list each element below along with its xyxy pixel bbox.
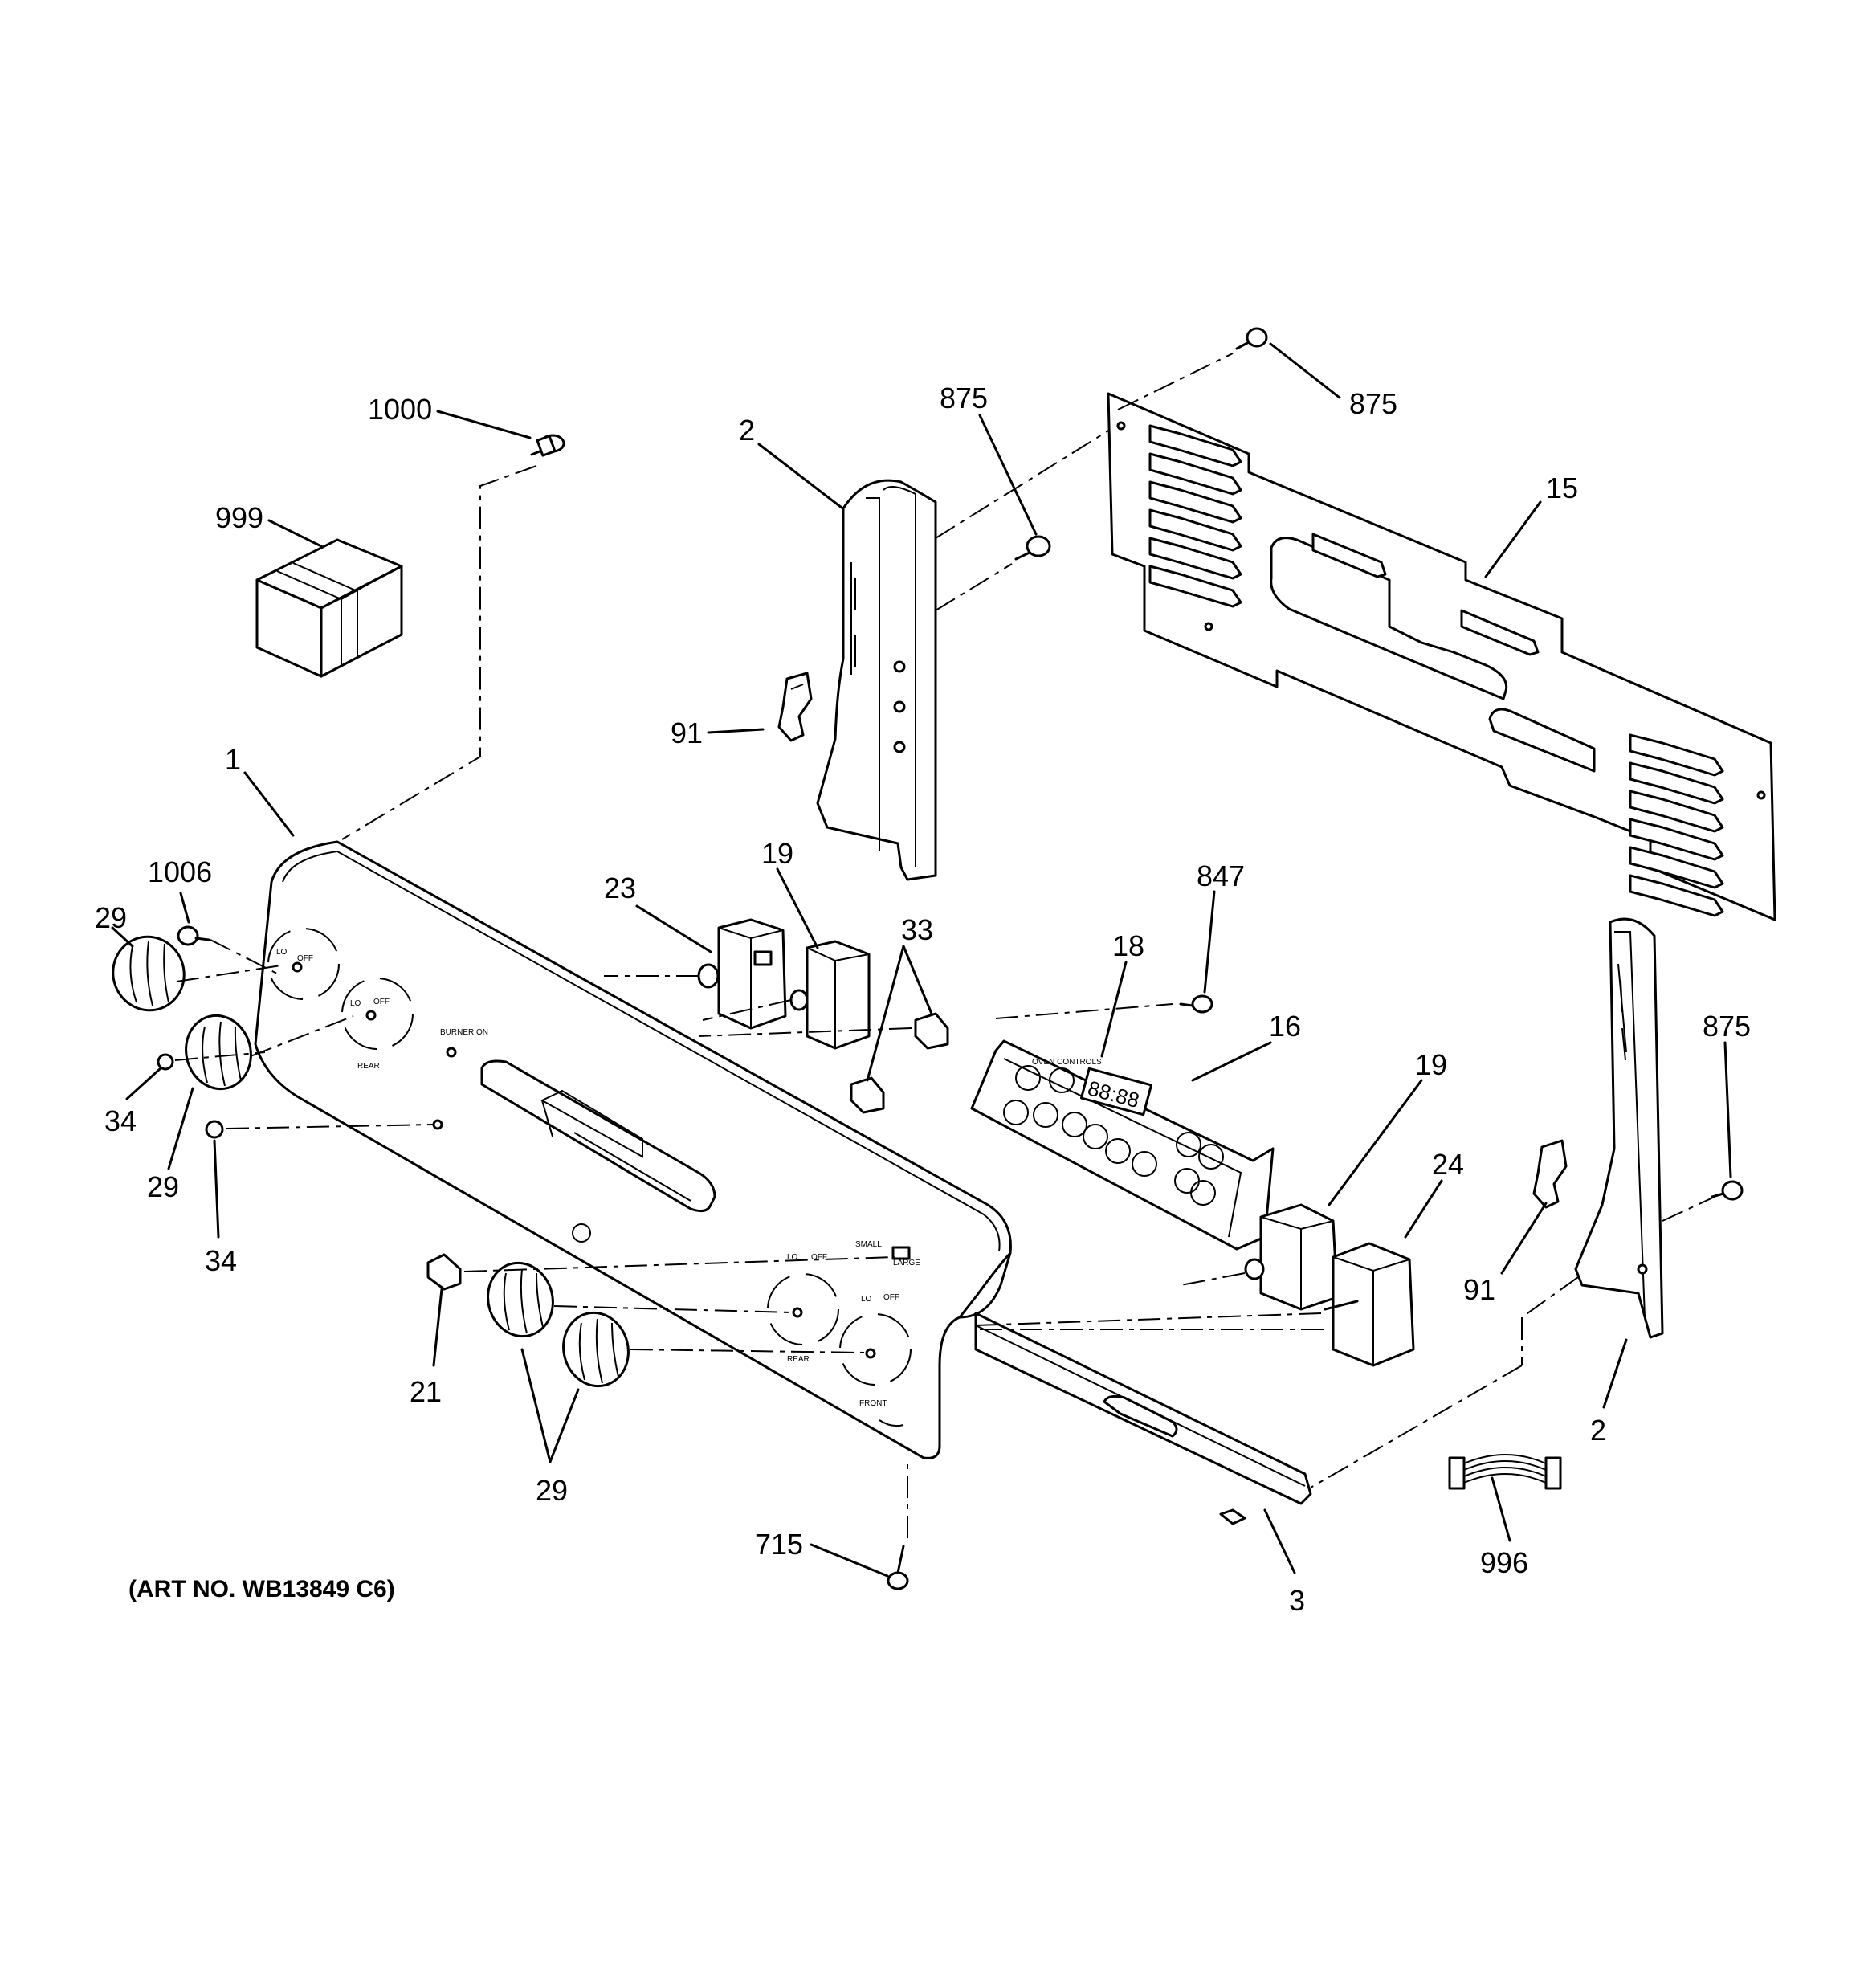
callout-21: 21 [410, 1375, 442, 1408]
part-875-screw-c [1711, 1180, 1744, 1201]
panel-header: OVEN CONTROLS [1032, 1058, 1102, 1067]
callout-18: 18 [1112, 929, 1144, 962]
callout-15: 15 [1546, 471, 1578, 504]
svg-text:LO: LO [861, 1295, 872, 1304]
svg-text:OFF: OFF [373, 998, 390, 1006]
callout-875-a: 875 [940, 382, 988, 414]
part-2-side-bracket-right [1310, 917, 1715, 1488]
part-19-switch-lower [1180, 1203, 1339, 1311]
callout-847: 847 [1197, 859, 1245, 892]
callout-19-upper: 19 [761, 837, 793, 870]
svg-text:BURNER ON: BURNER ON [440, 1028, 488, 1037]
part-847-screw [1179, 994, 1213, 1014]
callout-33: 33 [901, 913, 933, 946]
part-16-oven-control-board: OVEN CONTROLS 88:88 [970, 1003, 1275, 1251]
callout-29-middle: 29 [147, 1170, 179, 1203]
svg-text:OFF: OFF [811, 1253, 827, 1262]
svg-text:REAR: REAR [357, 1062, 380, 1071]
knob-lower-2 [562, 1311, 865, 1388]
part-1000-screw [530, 434, 565, 457]
part-91-clip-right [1532, 1139, 1568, 1209]
callout-875-b: 875 [1349, 387, 1397, 420]
part-875-screw-a [1014, 535, 1051, 561]
part-33-switch-a [698, 1012, 949, 1050]
part-996-wire-harness [1448, 1454, 1562, 1490]
part-24-infinite-switch [975, 1242, 1415, 1367]
callout-24: 24 [1432, 1148, 1464, 1181]
knob-lower-left [185, 1014, 354, 1091]
part-23-infinite-switch [604, 918, 787, 1030]
part-91-clip-left [777, 672, 813, 742]
callout-1000: 1000 [368, 393, 432, 426]
callout-29-lower: 29 [536, 1474, 568, 1507]
callout-3: 3 [1289, 1584, 1305, 1617]
part-1006-screw [177, 925, 278, 974]
callout-91-left: 91 [671, 716, 703, 749]
svg-text:REAR: REAR [787, 1355, 810, 1364]
part-19-switch-upper [702, 940, 871, 1050]
svg-text:LO: LO [276, 948, 288, 957]
callout-1006: 1006 [148, 855, 212, 888]
callout-23: 23 [604, 872, 636, 904]
svg-text:LARGE: LARGE [893, 1259, 920, 1268]
svg-text:FRONT: FRONT [859, 1399, 887, 1408]
svg-text:LO: LO [350, 999, 361, 1008]
part-33-switch-b [850, 1076, 885, 1114]
part-715-screw [887, 1462, 909, 1590]
part-3-trim-strip [974, 1312, 1324, 1525]
callout-34-upper: 34 [104, 1104, 137, 1137]
part-2-side-bracket-left [816, 425, 1117, 881]
part-15-rear-shield-panel [1107, 353, 1776, 921]
callout-715: 715 [755, 1528, 803, 1561]
art-number: (ART NO. WB13849 C6) [128, 1576, 395, 1602]
callout-labels: 1000 999 1 1006 29 34 29 34 2 875 91 875… [95, 382, 1751, 1617]
callout-91-right: 91 [1463, 1273, 1495, 1306]
part-34-plug-lower [205, 1120, 434, 1139]
callout-875-c: 875 [1703, 1010, 1751, 1043]
knob-upper-left [112, 935, 282, 1012]
callout-2-left: 2 [739, 414, 755, 447]
svg-text:OFF: OFF [297, 954, 313, 963]
callout-1: 1 [225, 743, 241, 776]
callout-19-lower: 19 [1415, 1048, 1447, 1081]
callout-996: 996 [1480, 1546, 1528, 1579]
callout-16: 16 [1269, 1010, 1301, 1043]
callout-34-lower: 34 [205, 1244, 237, 1277]
leader-lines [111, 342, 1732, 1578]
part-1-control-panel: LO OFF LO OFF REAR BURNER ON LO OFF LO O… [254, 840, 1012, 1459]
part-999-packaging-box [255, 538, 403, 678]
callout-29-upper: 29 [95, 901, 127, 934]
knob-lower-1 [487, 1261, 792, 1338]
part-875-screw-b [1235, 327, 1268, 350]
vents-right [1629, 733, 1724, 917]
vents-left [1148, 424, 1242, 608]
svg-text:OFF: OFF [883, 1293, 899, 1302]
svg-text:SMALL: SMALL [855, 1240, 882, 1249]
callout-999: 999 [215, 501, 263, 534]
svg-text:LO: LO [787, 1253, 798, 1262]
part-21-switch [426, 1253, 896, 1291]
callout-2-right: 2 [1590, 1414, 1606, 1447]
part-34-plug-upper [157, 1051, 266, 1071]
